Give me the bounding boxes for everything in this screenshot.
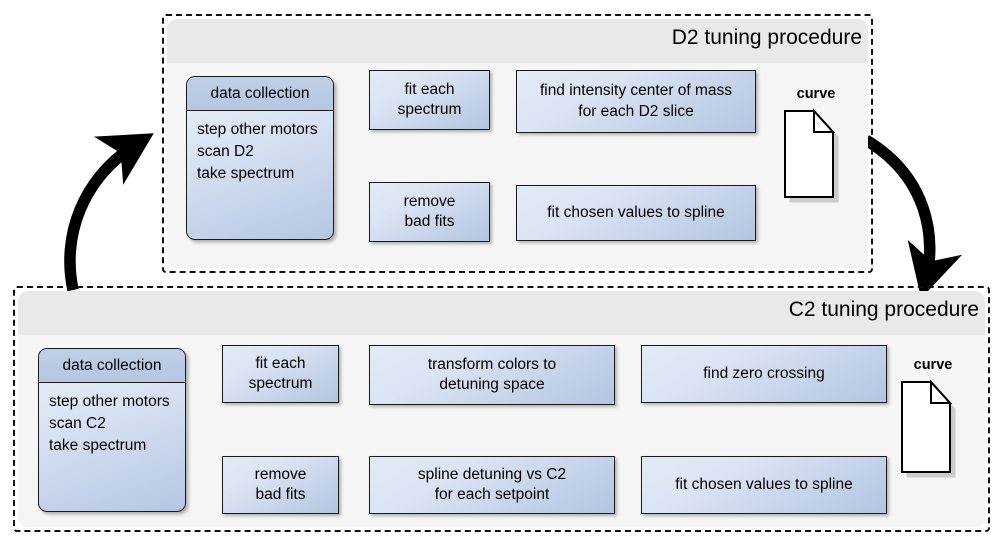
- c2-panel-header: [18, 291, 985, 335]
- c2-spline-detuning-box[interactable]: spline detuning vs C2 for each setpoint: [369, 456, 615, 514]
- d2-remove-bad-fits-box[interactable]: remove bad fits: [369, 182, 490, 242]
- c2-transform-colors-box[interactable]: transform colors to detuning space: [369, 345, 615, 405]
- d2-data-collection-line-3: take spectrum: [197, 165, 295, 182]
- c2-data-collection-box[interactable]: data collection step other motors scan C…: [38, 348, 186, 512]
- c2-data-collection-line-1: step other motors: [49, 393, 170, 410]
- c2-fit-chosen-values-box[interactable]: fit chosen values to spline: [641, 456, 887, 514]
- c2-data-collection-line-3: take spectrum: [49, 437, 147, 454]
- d2-data-collection-body: step other motors scan D2 take spectrum: [187, 110, 333, 239]
- c2-find-zero-crossing-box[interactable]: find zero crossing: [641, 345, 887, 403]
- c2-zero-line-1: find zero crossing: [703, 364, 825, 382]
- d2-data-collection-line-1: step other motors: [197, 121, 318, 138]
- d2-data-collection-header: data collection: [187, 77, 333, 111]
- d2-panel-title: D2 tuning procedure: [671, 26, 862, 49]
- c2-curve-output[interactable]: curve: [900, 357, 966, 479]
- d2-fit-chosen-values-box[interactable]: fit chosen values to spline: [516, 185, 756, 241]
- d2-find-intensity-com-box[interactable]: find intensity center of mass for each D…: [516, 70, 756, 133]
- d2-fit-line-2: spectrum: [397, 101, 462, 118]
- d2-com-line-1: find intensity center of mass: [539, 82, 733, 100]
- c2-remove-line-2: bad fits: [255, 486, 306, 503]
- c2-remove-line-1: remove: [254, 465, 307, 483]
- c2-fit-line-2: spectrum: [248, 375, 313, 392]
- d2-com-line-2: for each D2 slice: [578, 102, 694, 120]
- c2-remove-bad-fits-box[interactable]: remove bad fits: [222, 456, 339, 514]
- c2-data-collection-line-2: scan C2: [49, 415, 106, 432]
- c2-curve-label: curve: [913, 357, 953, 373]
- c2-data-collection-header: data collection: [39, 349, 185, 383]
- d2-remove-line-2: bad fits: [404, 213, 455, 230]
- c2-panel-title: C2 tuning procedure: [788, 298, 979, 321]
- d2-data-collection-line-2: scan D2: [197, 143, 254, 160]
- d2-fit-line-1: fit each: [404, 80, 455, 98]
- d2-curve-output[interactable]: curve: [783, 86, 849, 204]
- d2-panel-header: [167, 19, 868, 63]
- c2-transform-line-2: detuning space: [439, 376, 545, 393]
- c2-fit-line-1: fit each: [255, 354, 306, 372]
- c2-splinedet-line-2: for each setpoint: [434, 486, 550, 503]
- document-icon: [784, 108, 839, 203]
- arrow-c2-to-d2-loop: [64, 133, 154, 292]
- document-icon: [901, 379, 956, 478]
- arrow-d2-to-c2-loop: [862, 135, 963, 299]
- c2-transform-line-1: transform colors to: [427, 355, 557, 373]
- c2-fit-each-spectrum-box[interactable]: fit each spectrum: [222, 345, 339, 403]
- c2-splinedet-line-1: spline detuning vs C2: [417, 465, 567, 483]
- d2-fit-each-spectrum-box[interactable]: fit each spectrum: [369, 70, 490, 130]
- c2-data-collection-body: step other motors scan C2 take spectrum: [39, 382, 185, 511]
- d2-remove-line-1: remove: [403, 192, 456, 210]
- d2-curve-label: curve: [796, 86, 836, 102]
- d2-fitchosen-line-1: fit chosen values to spline: [547, 203, 725, 221]
- d2-data-collection-box[interactable]: data collection step other motors scan D…: [186, 76, 334, 240]
- c2-fitchosen-line-1: fit chosen values to spline: [675, 475, 853, 493]
